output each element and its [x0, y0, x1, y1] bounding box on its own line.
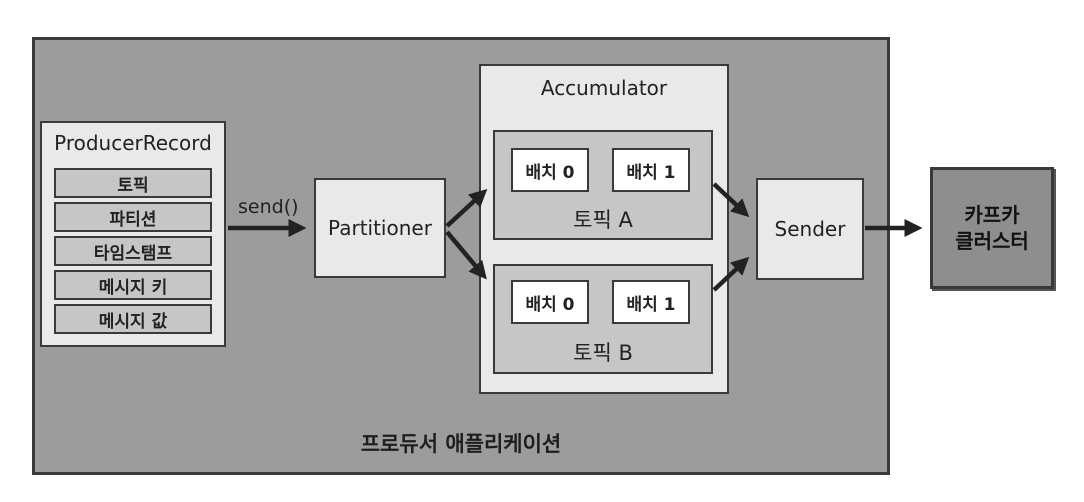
partitioner-box: Partitioner: [314, 178, 446, 278]
kafka-cluster-box: 카프카 클러스터: [930, 167, 1054, 289]
topic-a-batch-1: 배치 1: [612, 148, 690, 192]
accumulator-title: Accumulator: [540, 76, 668, 100]
record-field-timestamp: 타임스탬프: [54, 236, 212, 266]
record-field-message-key: 메시지 키: [54, 270, 212, 300]
topic-b-batch-1: 배치 1: [612, 280, 690, 324]
topic-b-batch-0: 배치 0: [511, 280, 589, 324]
producer-application-label: 프로듀서 애플리케이션: [360, 432, 562, 456]
record-field-topic: 토픽: [54, 168, 212, 198]
record-field-message-value: 메시지 값: [54, 304, 212, 334]
arrow-topic-b-to-sender: [712, 256, 750, 292]
topic-a-label: 토픽 A: [573, 208, 633, 232]
send-label: send(): [238, 196, 299, 218]
kafka-cluster-label: 카프카 클러스터: [955, 203, 1029, 253]
sender-box: Sender: [756, 178, 864, 280]
arrow-partitioner-to-topic-a: [445, 188, 488, 228]
producer-record-title: ProducerRecord: [54, 131, 212, 155]
record-field-partition: 파티션: [54, 202, 212, 232]
topic-b-label: 토픽 B: [573, 341, 633, 365]
topic-a-batch-0: 배치 0: [511, 148, 589, 192]
arrow-topic-a-to-sender: [712, 182, 750, 218]
arrow-partitioner-to-topic-b: [445, 230, 487, 280]
